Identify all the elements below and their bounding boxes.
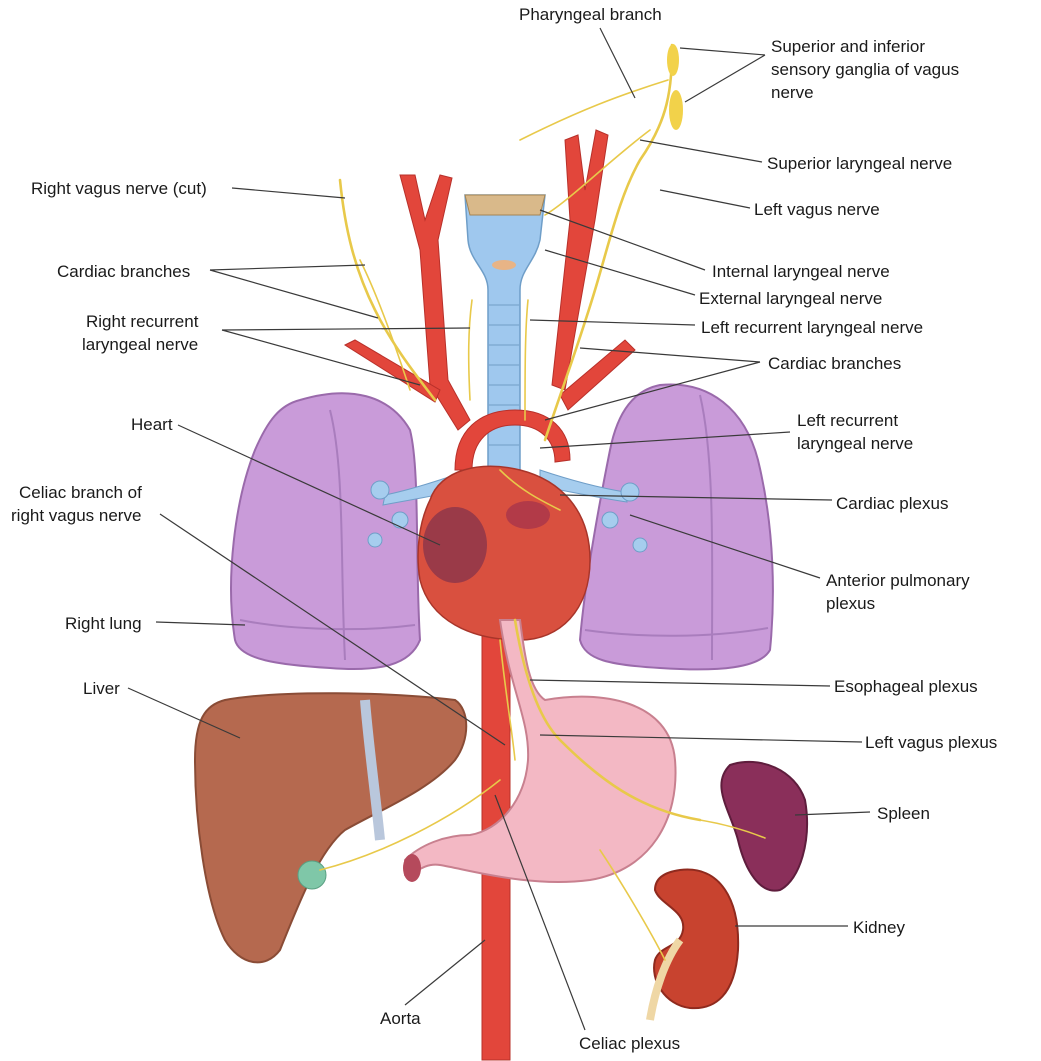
label-celiac-plexus: Celiac plexus xyxy=(579,1034,680,1053)
label-cardiac-plexus: Cardiac plexus xyxy=(836,494,948,513)
kidney xyxy=(646,868,740,1021)
label-left-recurrent-line1: Left recurrent xyxy=(797,411,898,430)
label-sensory-ganglia-line2: sensory ganglia of vagus xyxy=(771,60,959,79)
label-right-lung: Right lung xyxy=(65,614,142,633)
label-internal-laryngeal-nerve: Internal laryngeal nerve xyxy=(712,262,890,281)
label-celiac-branch-line2: right vagus nerve xyxy=(11,506,141,525)
spleen xyxy=(720,760,808,892)
label-sensory-ganglia-line1: Superior and inferior xyxy=(771,37,925,56)
trachea xyxy=(464,194,546,471)
label-anterior-pulmonary-line2: plexus xyxy=(826,594,875,613)
label-cardiac-branches-left: Cardiac branches xyxy=(768,354,901,373)
label-right-recurrent-line2: laryngeal nerve xyxy=(82,335,198,354)
label-kidney: Kidney xyxy=(853,918,905,937)
leader-lines xyxy=(127,27,871,1031)
heart xyxy=(417,465,591,641)
label-aorta: Aorta xyxy=(380,1009,421,1028)
label-left-vagus-nerve: Left vagus nerve xyxy=(754,200,880,219)
label-anterior-pulmonary-line1: Anterior pulmonary xyxy=(826,571,970,590)
stomach xyxy=(403,619,677,883)
label-esophageal-plexus: Esophageal plexus xyxy=(834,677,978,696)
liver xyxy=(193,692,468,964)
label-right-vagus-nerve-cut: Right vagus nerve (cut) xyxy=(31,179,207,198)
label-liver: Liver xyxy=(83,679,120,698)
label-right-recurrent-line1: Right recurrent xyxy=(86,312,199,331)
label-sensory-ganglia-line3: nerve xyxy=(771,83,814,102)
label-superior-laryngeal-nerve: Superior laryngeal nerve xyxy=(767,154,952,173)
label-left-vagus-plexus: Left vagus plexus xyxy=(865,733,997,752)
label-left-recurrent-line2: laryngeal nerve xyxy=(797,434,913,453)
left-lung xyxy=(578,383,774,671)
label-external-laryngeal-nerve: External laryngeal nerve xyxy=(699,289,882,308)
label-cardiac-branches-right: Cardiac branches xyxy=(57,262,190,281)
label-celiac-branch-line1: Celiac branch of xyxy=(19,483,142,502)
right-lung xyxy=(230,392,422,671)
vagus-nerves xyxy=(319,43,766,961)
labels: Pharyngeal branch Superior and inferior … xyxy=(11,5,997,1053)
label-spleen: Spleen xyxy=(877,804,930,823)
label-heart: Heart xyxy=(131,415,173,434)
label-left-recurrent-laryngeal-nerve: Left recurrent laryngeal nerve xyxy=(701,318,923,337)
label-pharyngeal-branch: Pharyngeal branch xyxy=(519,5,662,24)
